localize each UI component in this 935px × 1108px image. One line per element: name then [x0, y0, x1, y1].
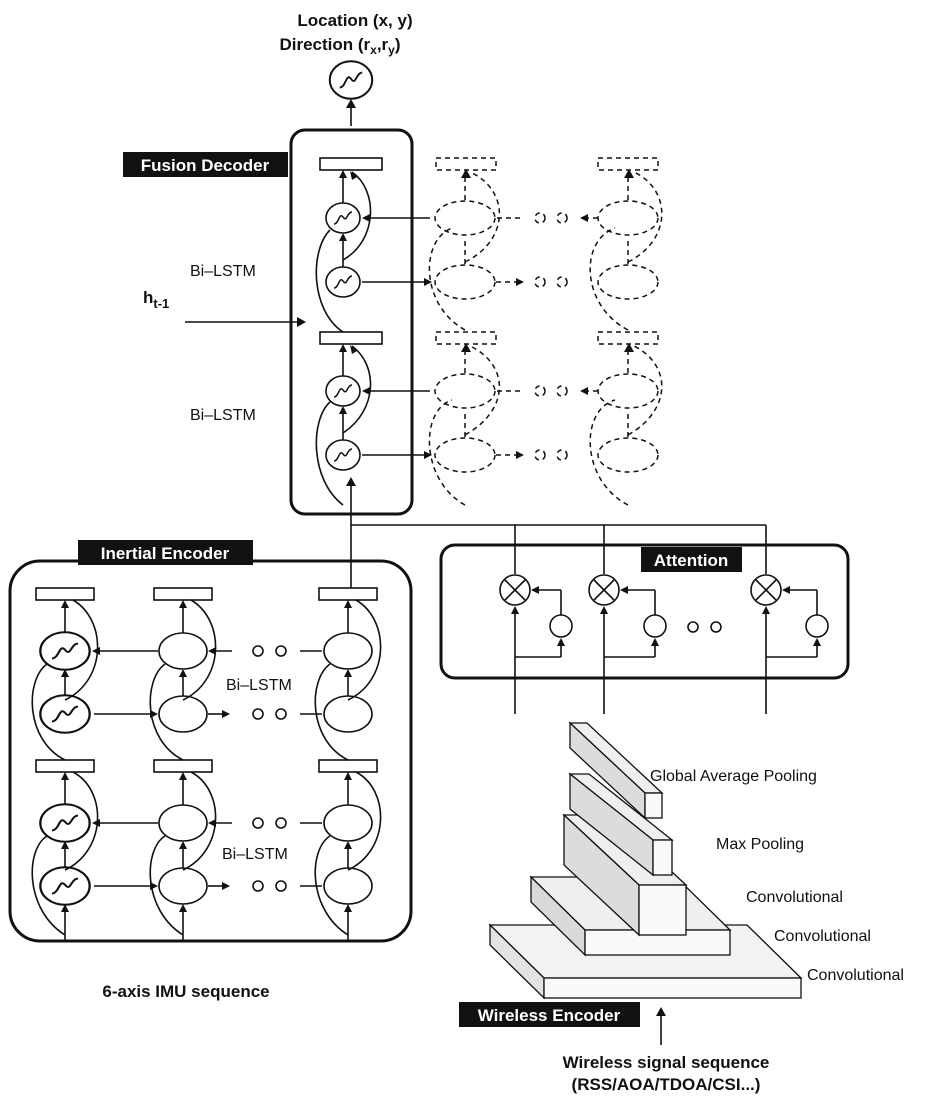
lstm-cell [158, 695, 208, 733]
output-node [328, 60, 374, 100]
attention-label: Attention [641, 547, 742, 572]
lstm-cell [158, 632, 208, 670]
layer-convolutional-3: Convolutional [807, 967, 904, 984]
fusion-bilstm-lower-label: Bi–LSTM [190, 407, 256, 424]
lstm-cell [39, 803, 91, 843]
inertial-encoder-cells [31, 587, 382, 940]
lstm-cell [39, 866, 91, 906]
svg-text:Wireless Encoder: Wireless Encoder [478, 1006, 621, 1025]
attention-score-node [805, 614, 829, 638]
lstm-cell [323, 867, 373, 905]
lstm-cell [39, 694, 91, 734]
wireless-encoder-label: Wireless Encoder [459, 1002, 640, 1027]
inertial-bilstm-upper-label: Bi–LSTM [226, 677, 292, 694]
layer-convolutional-1: Convolutional [746, 889, 843, 906]
fusion-decoder-cells [315, 157, 383, 506]
fusion-unrolled-dashed-copies [428, 157, 663, 506]
attention-units [499, 574, 829, 714]
svg-text:Inertial Encoder: Inertial Encoder [101, 544, 230, 563]
cnn-stack [488, 721, 803, 1000]
attention-box [439, 543, 850, 680]
lstm-cell [39, 631, 91, 671]
output-direction-label: Direction (rx,ry) [279, 35, 400, 57]
fusion-bilstm-upper-label: Bi–LSTM [190, 263, 256, 280]
lstm-cell [323, 632, 373, 670]
layer-convolutional-2: Convolutional [774, 928, 871, 945]
fusion-decoder-label: Fusion Decoder [123, 152, 288, 177]
hidden-state-input-label: ht-1 [143, 288, 169, 311]
attention-score-node [549, 614, 573, 638]
wireless-input-label-line2: (RSS/AOA/TDOA/CSI...) [572, 1075, 761, 1094]
inertial-bilstm-lower-label: Bi–LSTM [222, 846, 288, 863]
output-location-label: Location (x, y) [297, 11, 412, 30]
lstm-cell [323, 695, 373, 733]
lstm-cell [158, 804, 208, 842]
lstm-cell [158, 867, 208, 905]
attention-score-node [643, 614, 667, 638]
svg-text:Attention: Attention [654, 551, 729, 570]
layer-global-average-pooling: Global Average Pooling [650, 768, 817, 785]
imu-input-label: 6-axis IMU sequence [102, 982, 269, 1001]
inertial-encoder-label: Inertial Encoder [78, 540, 253, 565]
layer-max-pooling: Max Pooling [716, 836, 804, 853]
wireless-input-label-line1: Wireless signal sequence [563, 1053, 770, 1072]
svg-text:Fusion Decoder: Fusion Decoder [141, 156, 270, 175]
lstm-cell [323, 804, 373, 842]
